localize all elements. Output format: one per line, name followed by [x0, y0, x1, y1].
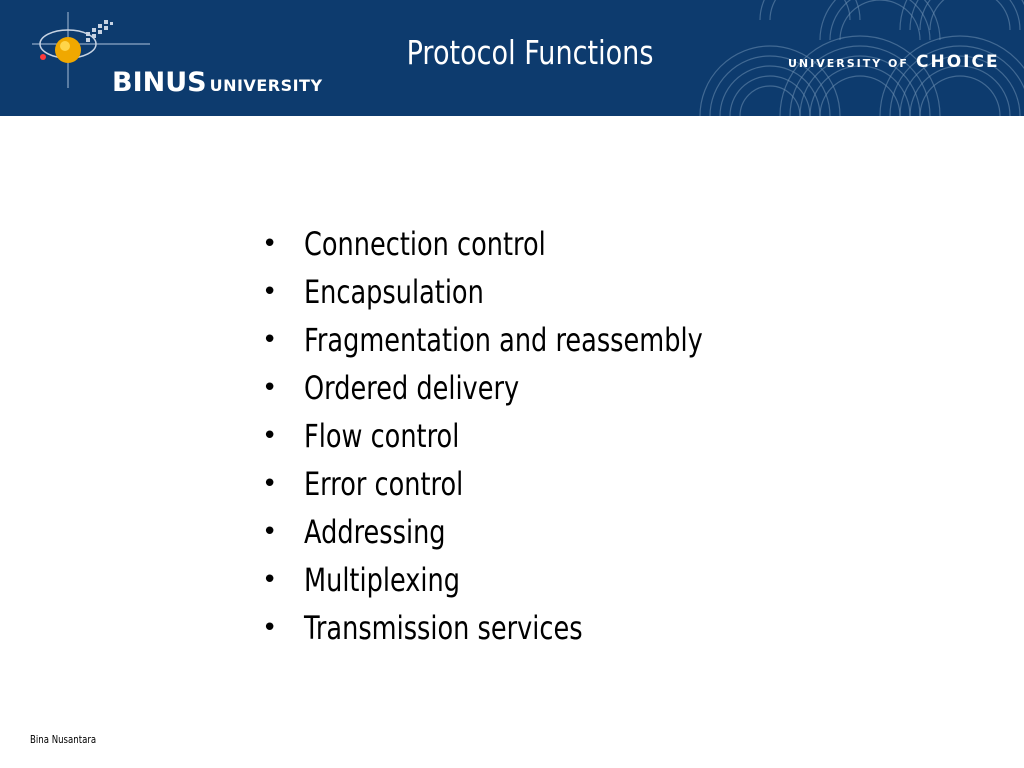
binus-globe-logo-icon — [32, 12, 150, 88]
header-arc-pattern — [699, 0, 1024, 116]
bullet-text: Connection control — [304, 225, 546, 263]
bullet-text: Flow control — [304, 417, 460, 455]
bullet-icon: • — [262, 373, 278, 403]
bullet-icon: • — [262, 469, 278, 499]
tagline-part2: CHOICE — [916, 52, 1000, 72]
bullet-text: Ordered delivery — [304, 369, 520, 407]
bullet-icon: • — [262, 277, 278, 307]
bullet-text: Fragmentation and reassembly — [304, 321, 703, 359]
bullet-text: Addressing — [304, 513, 446, 551]
bullet-text: Transmission services — [304, 609, 583, 647]
bullet-text: Error control — [304, 465, 464, 503]
bullet-icon: • — [262, 613, 278, 643]
bullet-text: Encapsulation — [304, 273, 484, 311]
slide-title: Protocol Functions — [406, 33, 654, 72]
university-tagline: UNIVERSITY OF CHOICE — [788, 54, 1000, 71]
bullet-icon: • — [262, 565, 278, 595]
logo-word-binus: BINUS — [112, 67, 207, 98]
bullet-icon: • — [262, 421, 278, 451]
footer-text: Bina Nusantara — [30, 733, 97, 746]
logo-word-university: UNIVERSITY — [209, 76, 323, 95]
bullet-icon: • — [262, 517, 278, 547]
bullet-text: Multiplexing — [304, 561, 460, 599]
tagline-part1: UNIVERSITY OF — [788, 57, 909, 70]
bullet-icon: • — [262, 325, 278, 355]
bullet-icon: • — [262, 229, 278, 259]
